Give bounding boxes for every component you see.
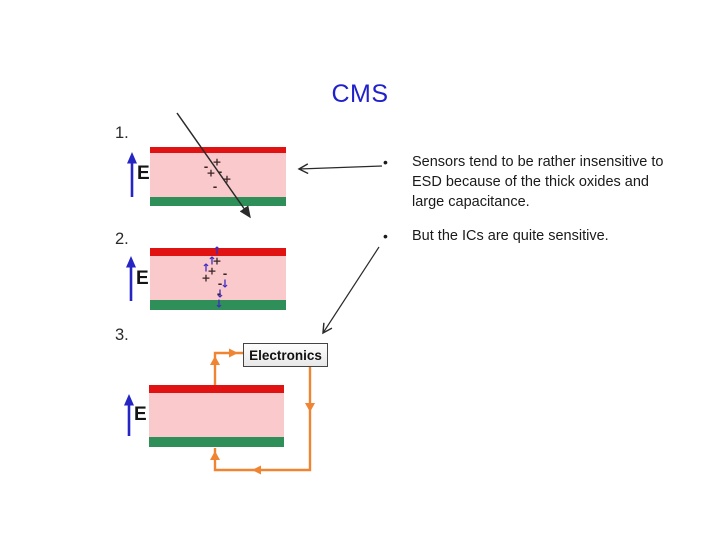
efield-arrowhead-3-icon bbox=[124, 394, 134, 406]
efield-label-1: E bbox=[137, 163, 150, 184]
diagram3-label: 3. bbox=[115, 326, 129, 344]
efield-label-3: E bbox=[134, 404, 147, 425]
top-electrode bbox=[149, 385, 284, 393]
sensor-diagram-1 bbox=[150, 147, 286, 206]
bullet-item-1: • Sensors tend to be rather insensitive … bbox=[383, 152, 675, 212]
slide-title: CMS bbox=[331, 80, 389, 108]
bottom-electrode bbox=[150, 300, 286, 310]
electronics-box: Electronics bbox=[243, 343, 328, 367]
efield-arrows bbox=[124, 152, 137, 436]
circuit-arrow-right-icon bbox=[229, 348, 238, 358]
circuit-arrow-up2-icon bbox=[210, 451, 220, 460]
sensor-bulk bbox=[150, 153, 286, 197]
diagram1-label: 1. bbox=[115, 124, 129, 142]
bottom-electrode bbox=[149, 437, 284, 447]
efield-arrowhead-1-icon bbox=[127, 152, 137, 164]
sensor-bulk bbox=[149, 393, 284, 437]
bullet-text-ics: But the ICs are quite sensitive. bbox=[412, 228, 609, 244]
top-electrode bbox=[150, 248, 286, 256]
diagram2-label: 2. bbox=[115, 230, 129, 248]
bottom-electrode bbox=[150, 197, 286, 206]
circuit-line-top bbox=[213, 351, 243, 385]
pointer-arrow-to-sensor bbox=[297, 163, 383, 175]
bullet-marker: • bbox=[383, 154, 388, 170]
circuit-arrow-left-icon bbox=[252, 465, 261, 475]
efield-label-2: E bbox=[136, 268, 149, 289]
sensor-bulk bbox=[150, 256, 286, 300]
circuit-arrow-down-icon bbox=[305, 403, 315, 412]
pointer-arrow-to-electronics bbox=[322, 246, 380, 335]
sensor-diagram-3 bbox=[149, 385, 284, 447]
efield-arrowhead-2-icon bbox=[126, 256, 136, 268]
circuit-arrow-up-icon bbox=[210, 356, 220, 365]
bullet-text-sensors: Sensors tend to be rather insensitive to… bbox=[412, 154, 664, 210]
sensor-diagram-2 bbox=[150, 248, 286, 310]
bullet-item-2: • But the ICs are quite sensitive. bbox=[383, 226, 675, 246]
bullet-marker: • bbox=[383, 228, 388, 244]
